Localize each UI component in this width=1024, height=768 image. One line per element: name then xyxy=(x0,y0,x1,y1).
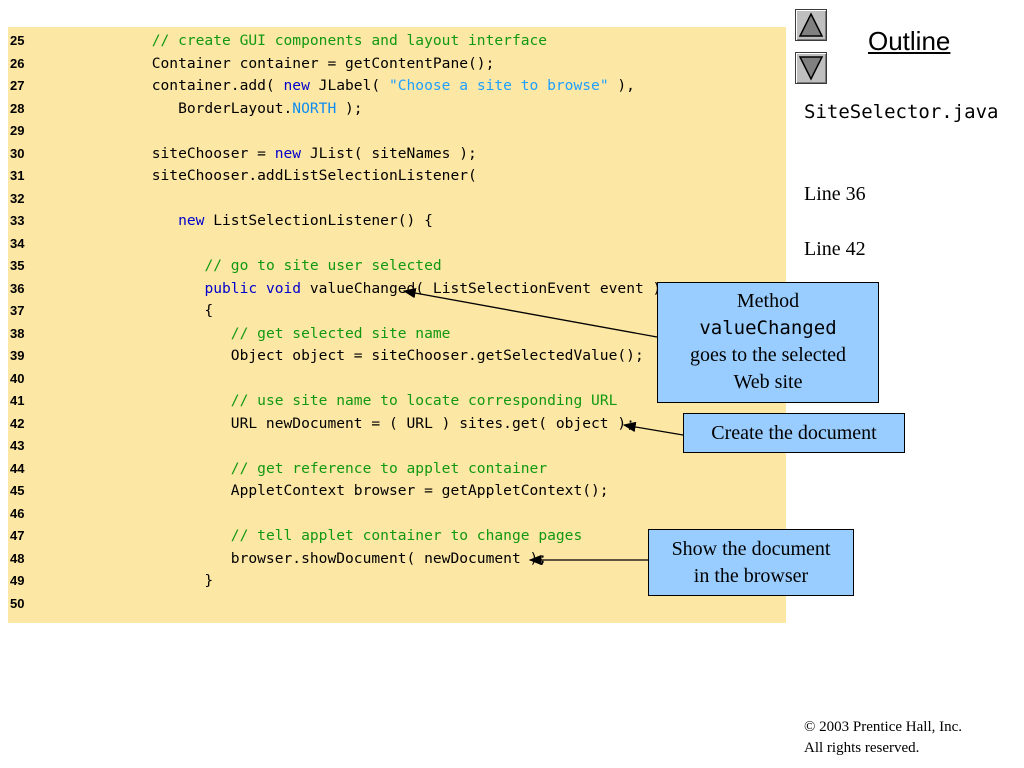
code-text: Object object = siteChooser.getSelectedV… xyxy=(99,347,644,364)
file-name: SiteSelector.java xyxy=(804,101,999,123)
line-number: 33 xyxy=(10,213,25,228)
triangle-down-icon xyxy=(798,56,824,81)
callout-show-document-line1: Show the document xyxy=(671,538,831,560)
line-number: 50 xyxy=(10,595,25,611)
code-text: new ListSelectionListener() { xyxy=(178,212,433,229)
line-number: 44 xyxy=(10,460,25,476)
copyright-line2: All rights reserved. xyxy=(804,740,920,756)
arrow-to-line-36 xyxy=(402,287,658,338)
callout-value-changed-line3: goes to the selected xyxy=(689,344,847,366)
line-number: 45 xyxy=(10,483,25,498)
code-text: siteChooser.addListSelectionListener( xyxy=(99,167,477,184)
callout-create-document: Create the document xyxy=(683,413,905,453)
line-number: 35 xyxy=(10,258,25,273)
callout-value-changed-code: valueChanged xyxy=(699,317,837,339)
code-text: container.add( new JLabel( "Choose a sit… xyxy=(99,77,635,94)
code-text: { xyxy=(99,302,214,319)
line-reference-36: Line 36 xyxy=(804,183,866,205)
code-text: } xyxy=(99,572,214,589)
line-number: 40 xyxy=(10,370,25,386)
previous-slide-button[interactable] xyxy=(795,9,827,41)
copyright-line1: © 2003 Prentice Hall, Inc. xyxy=(804,719,963,735)
arrow-to-line-42 xyxy=(622,421,684,436)
line-number: 26 xyxy=(10,55,25,71)
outline-title[interactable]: Outline xyxy=(868,26,951,56)
line-number: 28 xyxy=(10,100,25,116)
callout-value-changed-line4: Web site xyxy=(733,371,803,393)
line-number: 36 xyxy=(10,280,25,296)
code-text: // create GUI components and layout inte… xyxy=(151,32,548,49)
code-panel: 25 // create GUI components and layout i… xyxy=(8,27,786,623)
code-text: // tell applet container to change pages xyxy=(230,527,583,544)
line-number: 30 xyxy=(10,145,25,161)
line-number: 34 xyxy=(10,235,25,251)
triangle-up-icon xyxy=(798,12,824,37)
line-number: 37 xyxy=(10,303,25,318)
callout-create-document-text: Create the document xyxy=(711,422,877,444)
code-text: BorderLayout.NORTH ); xyxy=(99,99,363,117)
line-number: 49 xyxy=(10,573,25,588)
line-number: 29 xyxy=(10,123,25,138)
code-text: // get selected site name xyxy=(230,324,451,342)
code-text: // go to site user selected xyxy=(204,257,442,274)
line-number: 47 xyxy=(10,528,25,543)
copyright: © 2003 Prentice Hall, Inc. All rights re… xyxy=(804,717,962,759)
callout-show-document-line2: in the browser xyxy=(693,565,809,587)
code-text: // use site name to locate corresponding… xyxy=(230,392,618,409)
code-text: siteChooser = new JList( siteNames ); xyxy=(99,144,477,162)
line-number: 43 xyxy=(10,438,25,453)
line-number: 41 xyxy=(10,393,25,408)
callout-show-document: Show the document in the browser xyxy=(648,529,854,596)
line-number: 42 xyxy=(10,415,25,431)
line-number: 31 xyxy=(10,168,25,183)
line-number: 25 xyxy=(10,33,25,48)
line-number: 38 xyxy=(10,325,25,341)
code-text: Container container = getContentPane(); xyxy=(99,54,495,72)
line-number: 48 xyxy=(10,550,25,566)
callout-value-changed-line1: Method xyxy=(736,290,800,312)
next-slide-button[interactable] xyxy=(795,52,827,84)
code-text: URL newDocument = ( URL ) sites.get( obj… xyxy=(99,414,635,432)
code-text: // get reference to applet container xyxy=(230,459,548,477)
line-number: 46 xyxy=(10,505,25,521)
code-text: public void valueChanged( ListSelectionE… xyxy=(204,279,662,297)
callout-value-changed: Method valueChanged goes to the selected… xyxy=(657,282,879,403)
line-number: 39 xyxy=(10,348,25,363)
line-number: 27 xyxy=(10,78,25,93)
code-text: AppletContext browser = getAppletContext… xyxy=(99,482,609,499)
line-number: 32 xyxy=(10,190,25,206)
line-reference-42: Line 42 xyxy=(804,238,866,260)
